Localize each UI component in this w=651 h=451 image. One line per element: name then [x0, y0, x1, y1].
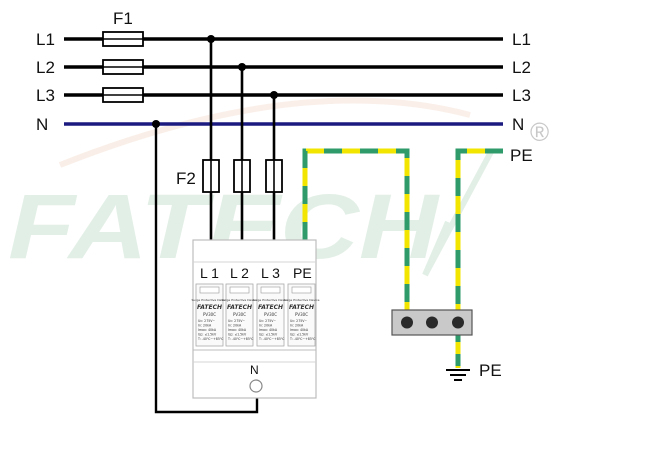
fuse-f2-label: F2: [176, 169, 196, 188]
spd-module-header: Surge Protective Device: [253, 298, 289, 302]
watermark: FATECH: [8, 97, 495, 278]
spd-module-brand: FATECH: [197, 304, 222, 311]
label-left-n: N: [36, 115, 48, 134]
spd-module-spec: T: -40℃~+85℃: [197, 337, 224, 341]
spd-module-spec: In: 20kA: [290, 324, 304, 328]
ground-label: PE: [479, 361, 502, 380]
spd-module-header: Surge Protective Device: [284, 298, 320, 302]
spd-module-spec: In: 20kA: [198, 324, 212, 328]
spd-module-header: Surge Protective Device: [222, 298, 258, 302]
spd-module-window: [260, 286, 281, 294]
spd-module-body: [225, 283, 254, 347]
spd-module-window: [229, 286, 250, 294]
spd-module-window: [199, 286, 220, 294]
spd-unit: L 1 L 2 L 3 PE Surge Protective DeviceFA…: [192, 239, 320, 399]
junction-l3: [270, 91, 278, 99]
spd-module-brand: FATECH: [258, 304, 283, 311]
registered-mark: ®: [530, 117, 549, 147]
spd-module-window: [291, 286, 312, 294]
busbar-screw-3: [452, 316, 464, 329]
label-left-l1: L1: [36, 30, 55, 49]
spd-module-model: PV30C: [233, 312, 246, 317]
spd-module-spec: Uc: 275V~: [198, 319, 215, 323]
spd-module-spec: Imax: 40kA: [259, 328, 278, 332]
spd-module-body: [287, 283, 316, 347]
label-right-l2: L2: [512, 58, 531, 77]
fuse-f2-group: [202, 159, 283, 193]
spd-module-body: [195, 283, 224, 347]
spd-module-spec: Uc: 275V~: [228, 319, 245, 323]
spd-module-spec: T: -40℃~+85℃: [227, 337, 254, 341]
junction-l1: [207, 35, 215, 43]
label-right-pe: PE: [510, 146, 533, 165]
spd-module-spec: Up: ≤1.5kV: [259, 333, 278, 337]
spd-module-model: PV30C: [203, 312, 216, 317]
spd-neutral-label: N: [250, 363, 259, 377]
ground-busbar: [391, 309, 473, 336]
label-right-l3: L3: [512, 86, 531, 105]
label-left-l3: L3: [36, 86, 55, 105]
spd-module-spec: Imax: 40kA: [228, 328, 247, 332]
junction-l2: [238, 63, 246, 71]
spd-module-spec: In: 20kA: [259, 324, 273, 328]
label-left-l2: L2: [36, 58, 55, 77]
spd-module-brand: FATECH: [227, 304, 252, 311]
spd-terminal-l3-label: L 3: [261, 265, 280, 281]
label-right-l1: L1: [512, 30, 531, 49]
spd-module-spec: Up: ≤1.5kV: [198, 333, 217, 337]
spd-neutral-terminal: [249, 379, 263, 393]
spd-module-spec: Uc: 275V~: [259, 319, 276, 323]
ground-icon: [446, 369, 470, 381]
spd-module-spec: Uc: 275V~: [290, 319, 307, 323]
spd-module-spec: Up: ≤1.5kV: [228, 333, 247, 337]
busbar-screw-2: [426, 316, 438, 329]
fuse-f1-label: F1: [113, 9, 133, 28]
spd-module-model: PV30C: [295, 312, 308, 317]
spd-terminal-l2-label: L 2: [230, 265, 249, 281]
spd-module-model: PV30C: [264, 312, 277, 317]
spd-module-brand: FATECH: [289, 304, 314, 311]
spd-terminal-pe-label: PE: [293, 265, 312, 281]
label-right-n: N: [512, 115, 524, 134]
fuse-f1-group: [102, 31, 144, 103]
pe-wiring: [302, 148, 503, 368]
spd-module-spec: T: -40℃~+85℃: [258, 337, 285, 341]
neutral-wire: [154, 124, 259, 414]
spd-module-spec: T: -40℃~+85℃: [289, 337, 316, 341]
spd-module-header: Surge Protective Device: [192, 298, 228, 302]
spd-terminal-l1-label: L 1: [200, 265, 219, 281]
spd-module-body: [256, 283, 285, 347]
watermark-slash: [422, 148, 495, 277]
spd-module-spec: Imax: 40kA: [290, 328, 309, 332]
spd-module-spec: Up: ≤1.5kV: [290, 333, 309, 337]
spd-module-spec: In: 20kA: [228, 324, 242, 328]
spd-module-spec: Imax: 40kA: [198, 328, 217, 332]
watermark-swoosh: [58, 97, 471, 168]
busbar-screw-1: [401, 316, 413, 329]
